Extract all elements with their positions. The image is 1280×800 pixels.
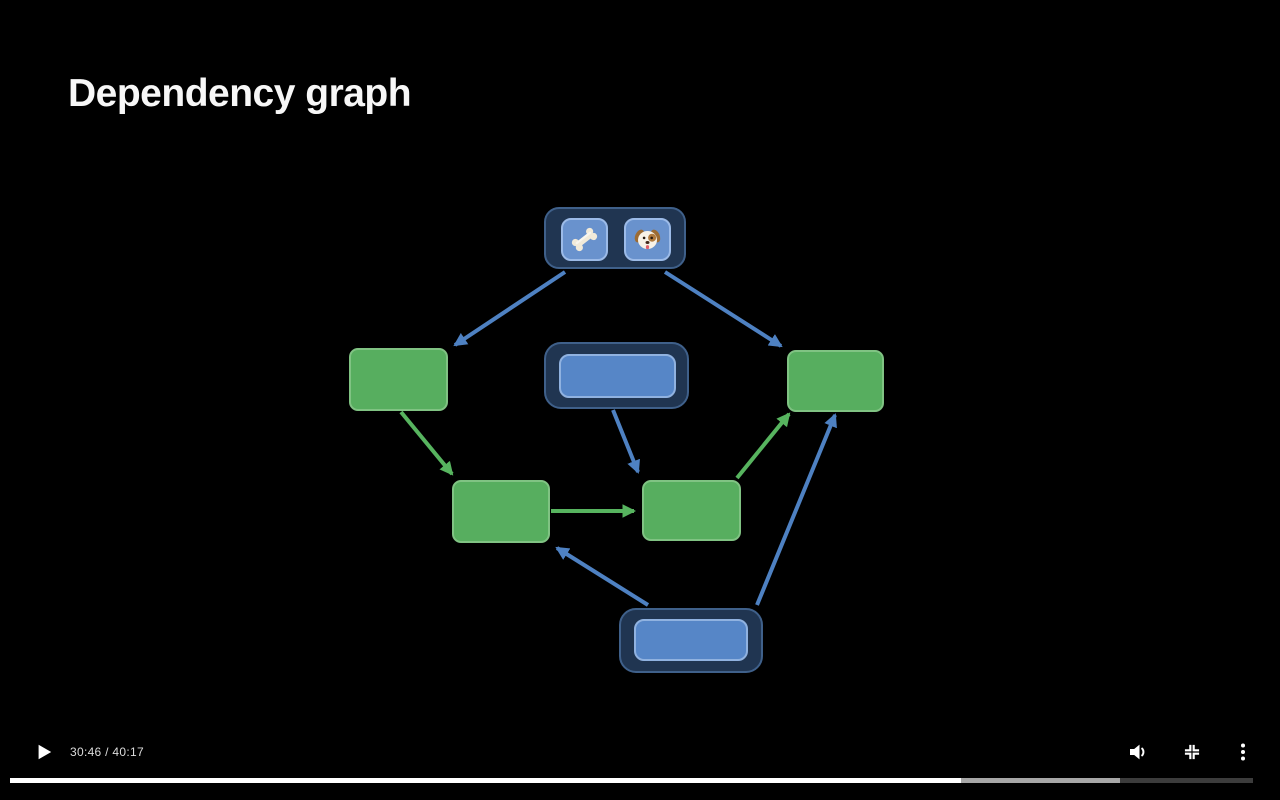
right-green-node — [787, 350, 884, 412]
left-green-node — [349, 348, 448, 411]
player-right-controls — [1126, 734, 1252, 770]
volume-icon — [1130, 744, 1145, 760]
play-button[interactable] — [34, 742, 54, 762]
middle-inner-node — [559, 354, 676, 398]
top-to-left-green-arrow — [453, 270, 567, 347]
bottom-to-mid-left-arrow — [555, 546, 650, 607]
bottom-to-right-green-arrow — [755, 413, 837, 606]
fullscreen-exit-button[interactable] — [1182, 742, 1202, 762]
mid-right-to-right-green-arrow — [735, 412, 791, 480]
progress-segment-remaining — [1120, 778, 1253, 783]
volume-button[interactable] — [1126, 740, 1150, 764]
mid-right-green-node — [642, 480, 741, 541]
progress-bar[interactable] — [10, 778, 1253, 783]
bone-icon — [571, 227, 598, 252]
bottom-inner-node — [634, 619, 748, 661]
player-controls: 30:46 / 40:17 — [0, 734, 1280, 770]
fullscreen-exit-icon — [1184, 744, 1200, 760]
mid-left-green-node — [452, 480, 550, 543]
time-display: 30:46 / 40:17 — [70, 745, 144, 759]
progress-segment-played — [10, 778, 961, 783]
slide-title: Dependency graph — [68, 72, 412, 115]
dog-icon — [634, 229, 661, 250]
more-options-button[interactable] — [1234, 742, 1252, 762]
top-to-right-green-arrow — [663, 270, 783, 348]
progress-segment-buffered — [961, 778, 1120, 783]
kebab-menu-icon — [1241, 743, 1245, 761]
play-icon — [38, 744, 52, 760]
left-to-mid-left-arrow — [399, 410, 454, 476]
middle-to-mid-right-arrow — [611, 409, 640, 474]
